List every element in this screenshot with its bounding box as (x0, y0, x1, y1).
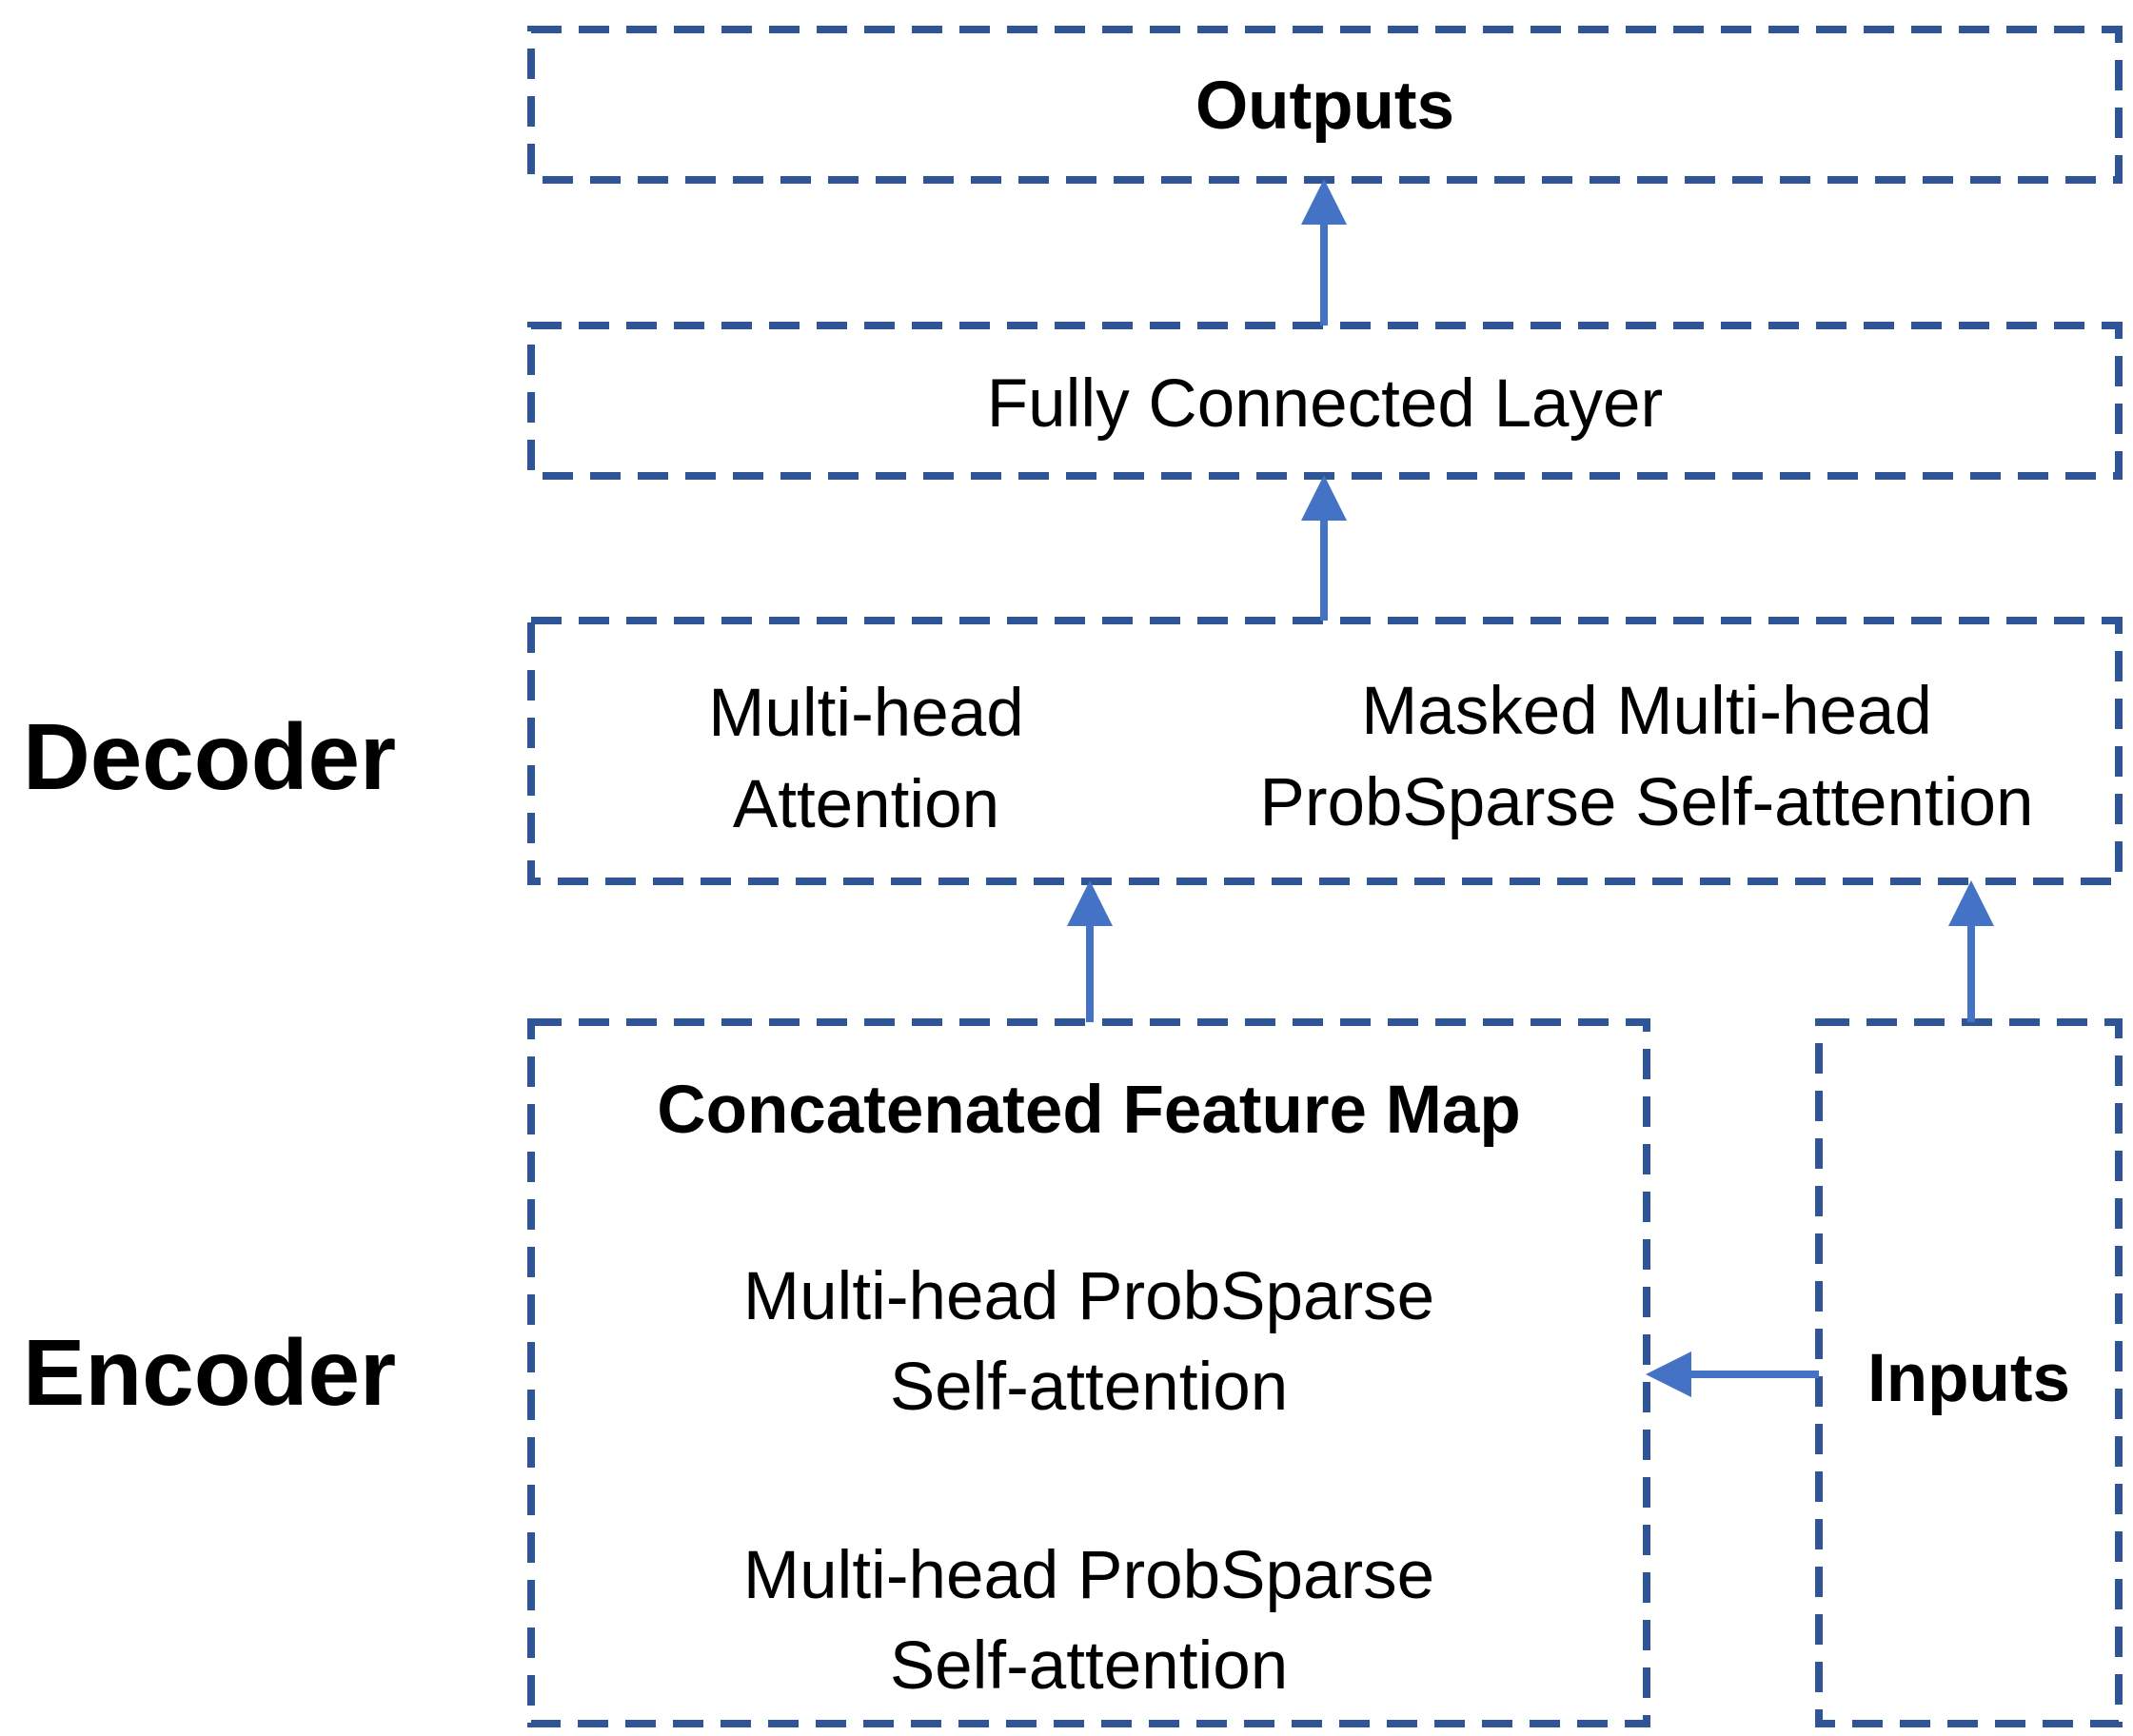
outputs-label: Outputs (1195, 69, 1455, 144)
encoder-block1-line2: Self-attention (889, 1350, 1289, 1425)
decoder-side-label: Decoder (23, 704, 397, 809)
encoder-block1-line1: Multi-head ProbSparse (742, 1259, 1435, 1334)
encoder-block2-line1: Multi-head ProbSparse (742, 1538, 1435, 1613)
inputs-label: Inputs (1867, 1341, 2070, 1416)
encoder-side-label: Encoder (23, 1320, 397, 1425)
decoder-masked-line1: Masked Multi-head (1361, 674, 1932, 749)
encoder-feature-map-title: Concatenated Feature Map (657, 1073, 1521, 1148)
decoder-attention-line1: Multi-head (708, 676, 1024, 751)
encoder-block2-line2: Self-attention (889, 1628, 1289, 1704)
decoder-box (527, 617, 2123, 885)
decoder-attention-line2: Attention (732, 767, 1000, 842)
fully-connected-label: Fully Connected Layer (986, 366, 1664, 442)
decoder-masked-line2: ProbSparse Self-attention (1259, 765, 2034, 840)
